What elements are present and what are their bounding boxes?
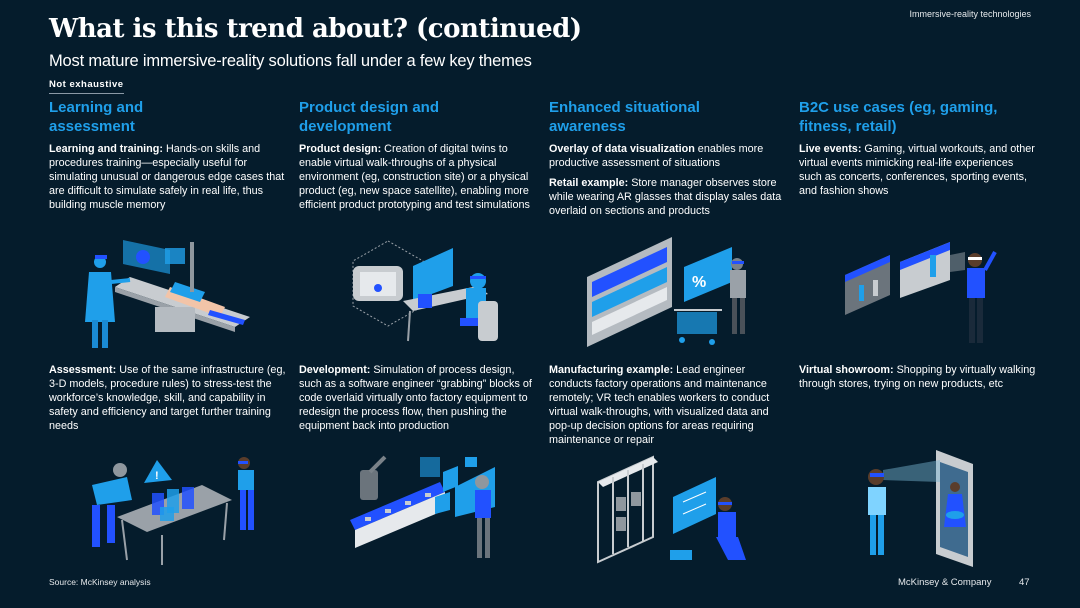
woman-virtual-events-illustration [845, 242, 997, 343]
svg-text:%: % [692, 274, 706, 291]
block-text: Store manager observes store while weari… [549, 177, 782, 217]
column-product-design: Product design and development Product d… [299, 98, 539, 212]
block-lead: Assessment: [49, 364, 117, 376]
woman-virtual-fitting-mirror-illustration [868, 450, 973, 567]
block-lead: Learning and training: [49, 143, 163, 155]
text-block: Learning and training: Hands-on skills a… [49, 142, 289, 212]
page-title: What is this trend about? (continued) [49, 14, 582, 44]
page-subtitle: Most mature immersive-reality solutions … [49, 52, 532, 70]
svg-text:!: ! [155, 470, 159, 482]
text-block: Development: Simulation of process desig… [299, 363, 539, 433]
block-lead: Product design: [299, 143, 382, 155]
block-text: Gaming, virtual workouts, and other virt… [799, 143, 1035, 197]
column-situational-awareness: Enhanced situational awareness Overlay o… [549, 98, 789, 218]
block-lead: Live events: [799, 143, 862, 155]
block-lead: Virtual showroom: [799, 364, 894, 376]
company-name: McKinsey & Company [898, 577, 992, 588]
text-block: Overlay of data visualization enables mo… [549, 142, 789, 170]
column-title: Learning and assessment [49, 99, 144, 135]
block-text: enables more productive assessment of si… [549, 143, 764, 169]
text-block: Assessment: Use of the same infrastructu… [49, 363, 289, 433]
surgeon-vr-training-illustration [85, 240, 250, 348]
store-manager-ar-shelves-illustration: % [587, 237, 746, 347]
text-block: Manufacturing example: Lead engineer con… [549, 363, 789, 447]
column-title: Enhanced situational awareness [549, 99, 700, 135]
block-lead: Development: [299, 364, 371, 376]
not-exhaustive-tag: Not exhaustive [49, 79, 124, 94]
block-text: Lead engineer conducts factory operation… [549, 364, 770, 446]
block-text: Use of the same infrastructure (eg, 3-D … [49, 364, 286, 432]
tracker-label: Immersive-reality technologies [909, 9, 1031, 19]
column-b2c: B2C use cases (eg, gaming, fitness, reta… [799, 98, 1039, 198]
text-block: Product design: Creation of digital twin… [299, 142, 539, 212]
engineer-factory-line-illustration [350, 455, 495, 558]
text-block: Live events: Gaming, virtual workouts, a… [799, 142, 1039, 198]
block-lead: Manufacturing example: [549, 364, 674, 376]
block-text: Hands-on skills and procedures training—… [49, 143, 285, 211]
column-title: Product design and development [299, 99, 440, 135]
text-block: Virtual showroom: Shopping by virtually … [799, 363, 1039, 391]
workers-3d-model-table-illustration: ! [92, 457, 254, 565]
source-note: Source: McKinsey analysis [49, 577, 151, 587]
text-block: Retail example: Store manager observes s… [549, 176, 789, 218]
page-number: 47 [1019, 577, 1030, 588]
block-text: Creation of digital twins to enable virt… [299, 143, 530, 211]
block-lead: Overlay of data visualization [549, 143, 695, 155]
column-learning: Learning and assessment Learning and tra… [49, 98, 289, 212]
block-text: Shopping by virtually walking through st… [799, 364, 1036, 390]
designer-digital-twin-illustration [352, 240, 498, 342]
column-title: B2C use cases (eg, gaming, fitness, reta… [799, 99, 998, 135]
block-text: Simulation of process design, such as a … [299, 364, 532, 432]
engineer-maintenance-rack-illustration [597, 455, 746, 564]
block-lead: Retail example: [549, 177, 629, 189]
